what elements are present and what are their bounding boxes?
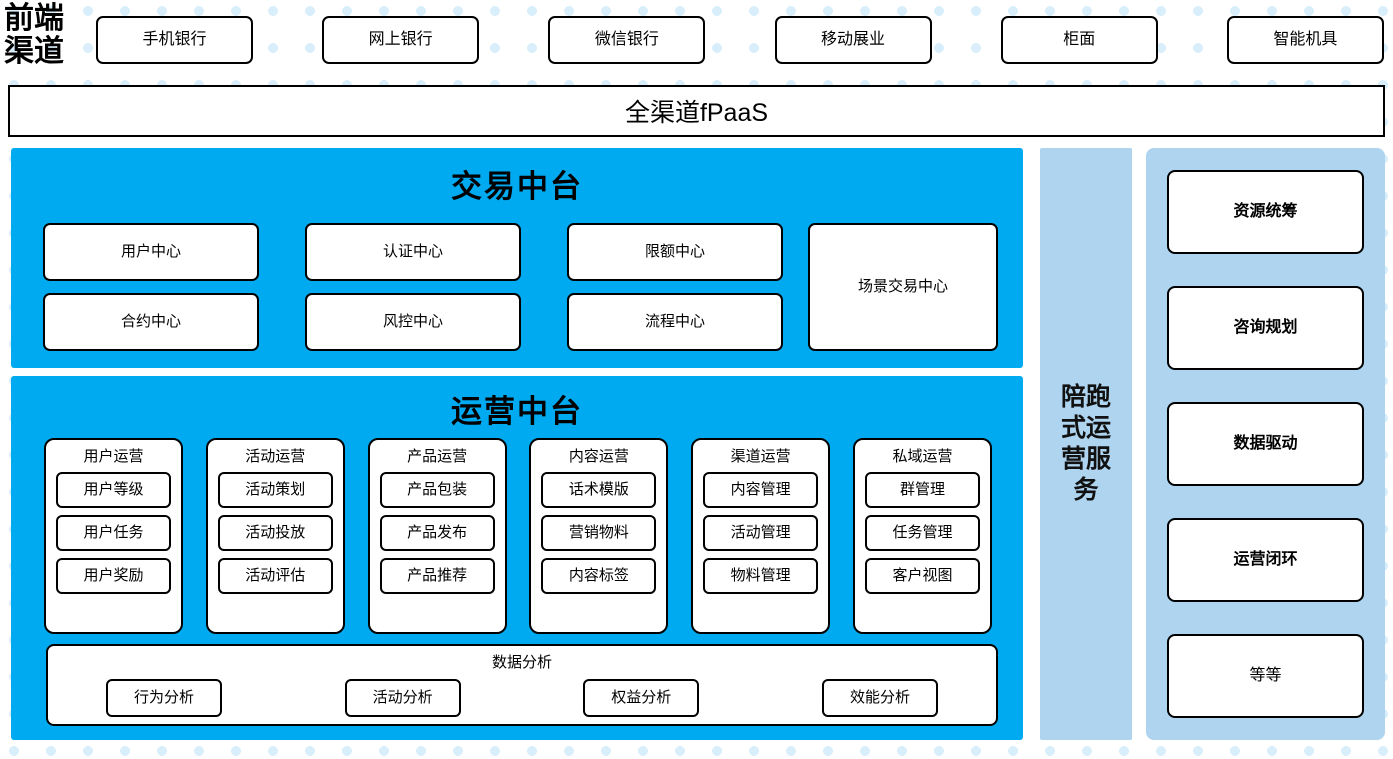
ops-item-user-level[interactable]: 用户等级 <box>56 472 171 508</box>
center-limit[interactable]: 限额中心 <box>567 223 783 281</box>
ops-item-group-management[interactable]: 群管理 <box>864 472 980 508</box>
ops-item-campaign-planning[interactable]: 活动策划 <box>217 472 333 508</box>
companion-service-panel: 陪跑式运营服务 <box>1040 148 1132 740</box>
channel-item-online-bank[interactable]: 网上银行 <box>322 16 480 64</box>
ops-item-content-management[interactable]: 内容管理 <box>703 472 819 508</box>
center-contract[interactable]: 合约中心 <box>43 293 259 351</box>
ops-item-product-release[interactable]: 产品发布 <box>379 515 495 551</box>
center-process[interactable]: 流程中心 <box>567 293 783 351</box>
transaction-platform-title: 交易中台 <box>451 169 583 204</box>
channel-item-smart-machine[interactable]: 智能机具 <box>1226 16 1384 64</box>
center-user[interactable]: 用户中心 <box>43 223 259 281</box>
service-resource-coordination[interactable]: 资源统筹 <box>1167 170 1364 254</box>
front-channel-row: 手机银行 网上银行 微信银行 移动展业 柜面 智能机具 <box>96 16 1384 64</box>
ops-column-title-content: 内容运营 <box>568 448 629 465</box>
service-data-driven[interactable]: 数据驱动 <box>1167 402 1364 486</box>
service-consulting-planning[interactable]: 咨询规划 <box>1167 286 1364 370</box>
ops-column-content: 内容运营 话术模版 营销物料 内容标签 <box>529 438 669 634</box>
ops-item-campaign-management[interactable]: 活动管理 <box>703 515 819 551</box>
channel-item-mobile-field[interactable]: 移动展业 <box>774 16 932 64</box>
da-item-behavior[interactable]: 行为分析 <box>106 679 222 717</box>
ops-column-title-private-domain: 私域运营 <box>892 448 953 465</box>
ops-column-product: 产品运营 产品包装 产品发布 产品推荐 <box>367 438 507 634</box>
ops-item-product-packaging[interactable]: 产品包装 <box>379 472 495 508</box>
ops-column-user: 用户运营 用户等级 用户任务 用户奖励 <box>44 438 183 634</box>
ops-item-campaign-evaluation[interactable]: 活动评估 <box>217 558 333 594</box>
operations-platform-title: 运营中台 <box>451 394 583 429</box>
ops-column-title-campaign: 活动运营 <box>245 448 306 465</box>
service-operation-closed-loop[interactable]: 运营闭环 <box>1167 518 1364 602</box>
companion-service-label: 陪跑式运营服务 <box>1060 383 1111 504</box>
ops-item-marketing-material[interactable]: 营销物料 <box>541 515 657 551</box>
service-etc[interactable]: 等等 <box>1167 634 1364 718</box>
ops-item-script-template[interactable]: 话术模版 <box>541 472 657 508</box>
ops-item-customer-view[interactable]: 客户视图 <box>864 558 980 594</box>
operations-columns: 用户运营 用户等级 用户任务 用户奖励 活动运营 活动策划 活动投放 活动评估 … <box>44 438 992 634</box>
da-item-efficiency[interactable]: 效能分析 <box>821 679 938 717</box>
ops-column-title-product: 产品运营 <box>407 448 468 465</box>
da-item-benefit[interactable]: 权益分析 <box>583 679 700 717</box>
ops-column-title-channel: 渠道运营 <box>730 448 791 465</box>
ops-item-user-task[interactable]: 用户任务 <box>56 515 171 551</box>
data-analysis-row: 行为分析 活动分析 权益分析 效能分析 <box>48 679 996 717</box>
channel-item-wechat-bank[interactable]: 微信银行 <box>548 16 706 64</box>
center-auth[interactable]: 认证中心 <box>305 223 521 281</box>
transaction-platform-panel: 交易中台 用户中心 认证中心 限额中心 合约中心 风控中心 流程中心 场景交易中… <box>11 148 1023 368</box>
fpaas-bar[interactable]: 全渠道fPaaS <box>8 85 1385 137</box>
ops-item-campaign-delivery[interactable]: 活动投放 <box>217 515 333 551</box>
data-analysis-section: 数据分析 行为分析 活动分析 权益分析 效能分析 <box>46 644 998 726</box>
ops-column-title-user: 用户运营 <box>83 448 144 465</box>
ops-item-task-management[interactable]: 任务管理 <box>864 515 980 551</box>
center-scene-transaction[interactable]: 场景交易中心 <box>808 223 998 351</box>
services-panel: 资源统筹 咨询规划 数据驱动 运营闭环 等等 <box>1146 148 1385 740</box>
channel-item-mobile-bank[interactable]: 手机银行 <box>96 16 253 64</box>
ops-column-private-domain: 私域运营 群管理 任务管理 客户视图 <box>852 438 992 634</box>
ops-item-user-reward[interactable]: 用户奖励 <box>56 558 171 594</box>
da-item-campaign[interactable]: 活动分析 <box>344 679 461 717</box>
ops-column-campaign: 活动运营 活动策划 活动投放 活动评估 <box>205 438 345 634</box>
front-channel-label: 前端渠道 <box>4 2 64 68</box>
ops-item-material-management[interactable]: 物料管理 <box>703 558 819 594</box>
center-risk[interactable]: 风控中心 <box>305 293 521 351</box>
ops-column-channel: 渠道运营 内容管理 活动管理 物料管理 <box>691 438 831 634</box>
transaction-center-grid: 用户中心 认证中心 限额中心 合约中心 风控中心 流程中心 <box>43 223 783 351</box>
ops-item-content-tag[interactable]: 内容标签 <box>541 558 657 594</box>
channel-item-counter[interactable]: 柜面 <box>1000 16 1158 64</box>
data-analysis-title: 数据分析 <box>491 654 552 671</box>
operations-platform-panel: 运营中台 用户运营 用户等级 用户任务 用户奖励 活动运营 活动策划 活动投放 … <box>11 376 1023 740</box>
ops-item-product-recommend[interactable]: 产品推荐 <box>379 558 495 594</box>
